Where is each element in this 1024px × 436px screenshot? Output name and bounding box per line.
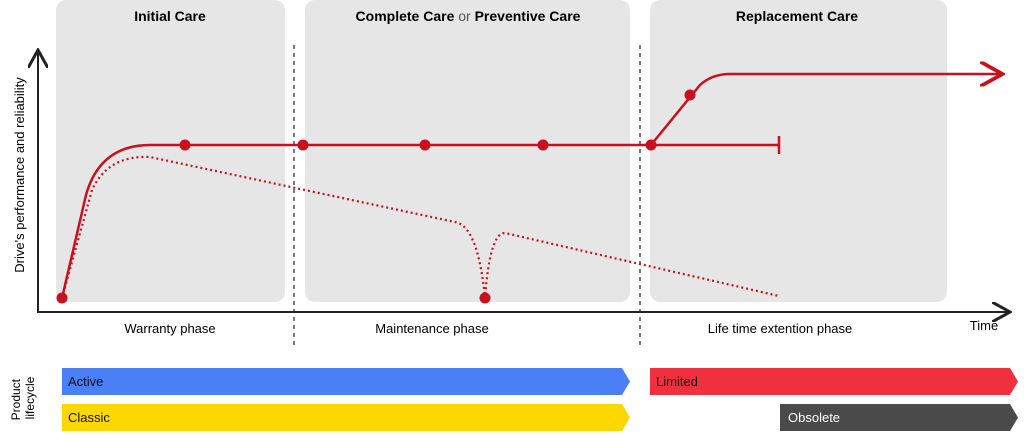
complete-care-label: Complete Care — [356, 8, 455, 24]
replacement-care-panel — [650, 0, 947, 302]
obsolete-bar — [780, 404, 1018, 431]
milestone-dot — [56, 292, 68, 304]
milestone-dot — [684, 89, 696, 101]
milestone-dot — [419, 139, 431, 151]
preventive-care-label: Preventive Care — [475, 8, 581, 24]
classic-bar — [62, 404, 630, 431]
or-label: or — [458, 8, 471, 24]
milestone-dot — [297, 139, 309, 151]
phase-label-warranty: Warranty phase — [124, 321, 215, 336]
lifecycle-label-line2: lifecycle — [23, 376, 37, 419]
degradation-curve — [60, 155, 780, 299]
limited-bar — [650, 368, 1018, 395]
active-bar — [62, 368, 630, 395]
classic-bar-label: Classic — [68, 410, 110, 425]
y-axis-label: Drive's performance and reliability — [12, 77, 27, 273]
active-bar-label: Active — [68, 374, 103, 389]
replacement-care-title: Replacement Care — [736, 8, 858, 24]
lifecycle-label: Product lifecycle — [9, 376, 37, 421]
milestone-dot — [537, 139, 549, 151]
performance-curve — [60, 143, 779, 299]
x-axis-label: Time — [970, 318, 998, 333]
phase-label-lifetime: Life time extention phase — [708, 321, 853, 336]
complete-care-panel — [305, 0, 630, 302]
milestone-dots — [56, 89, 696, 304]
milestone-dot — [645, 139, 657, 151]
milestone-dot — [179, 139, 191, 151]
replacement-curve — [650, 74, 1000, 146]
obsolete-bar-label: Obsolete — [788, 410, 840, 425]
milestone-dot — [479, 292, 491, 304]
lifecycle-label-line1: Product — [9, 378, 23, 420]
initial-care-panel — [56, 0, 285, 302]
complete-care-title: Complete Care or Preventive Care — [356, 8, 581, 24]
initial-care-title: Initial Care — [134, 8, 206, 24]
limited-bar-label: Limited — [656, 374, 698, 389]
phase-label-maintenance: Maintenance phase — [375, 321, 488, 336]
